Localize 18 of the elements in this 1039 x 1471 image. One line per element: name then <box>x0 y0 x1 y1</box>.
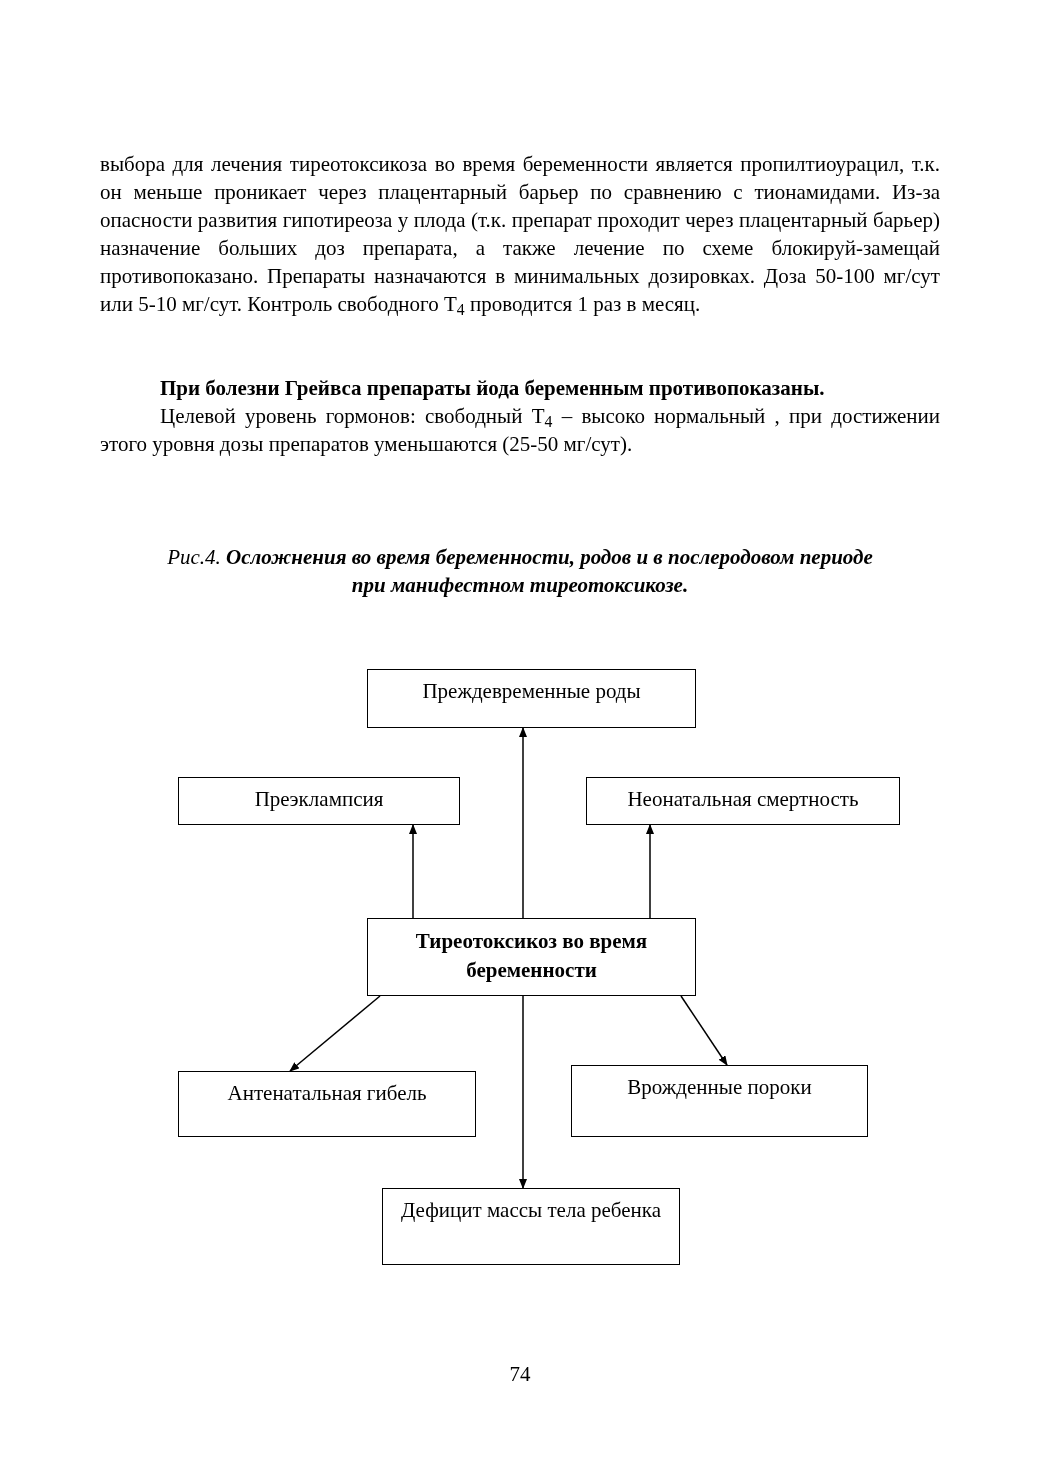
page-number: 74 <box>508 1361 532 1388</box>
outcome-box: Преждевременные роды <box>367 669 696 728</box>
outcome-box: Тиреотоксикоз во время беременности <box>367 918 696 996</box>
arrow <box>646 824 654 919</box>
arrow <box>289 995 381 1072</box>
figure-caption: Рис.4. Осложнения во время беременности, родов и в послеродовом периоде при манифестном тиреотоксикозе. <box>166 544 874 599</box>
outcome-box: Врожденные пороки <box>571 1065 868 1137</box>
outcome-box: Неонатальная смертность <box>586 777 900 825</box>
outcome-box: Преэклампсия <box>178 777 460 825</box>
arrow <box>680 995 728 1066</box>
arrow <box>519 995 527 1189</box>
arrow <box>519 727 527 919</box>
paragraph: Целевой уровень гормонов: свободный Т$_{4}$ – высоко нормальный , при достижении этого уровня дозы препаратов уменьшаются (25-50 мг/сут). <box>100 403 940 458</box>
outcome-box: Дефицит массы тела ребенка <box>382 1188 680 1265</box>
arrow <box>409 824 417 919</box>
paragraph: При болезни Грейвса препараты йода беременным противопоказаны. <box>159 375 826 402</box>
paragraph: выбора для лечения тиреотоксикоза во время беременности является пропилтиоурацил, т.к. он меньше проникает через плацентарный барьер по сравнению с тионамидами. Из-за опасности развития гипотиреоза у плода (т.к. препарат проходит через плацентарный барьер) назначение больших доз препарата, а также лечение по схеме блокируй-замещай противопоказано. Препараты назначаются в минимальных дозировках. Доза 50-100 мг/сут или 5-10 мг/сут. Контроль свободного Т$_{4}$ проводится 1 раз в месяц. <box>100 151 940 318</box>
outcome-box: Антенатальная гибель <box>178 1071 476 1137</box>
